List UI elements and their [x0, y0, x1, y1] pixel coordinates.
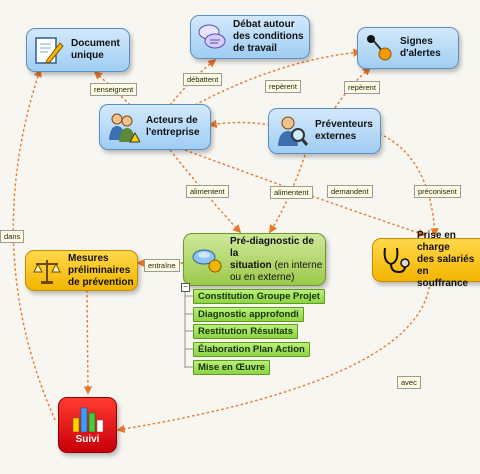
link-label-reperent: repèrent: [265, 80, 301, 93]
link-label-reperent: repèrent: [344, 81, 380, 94]
link-suivi-document: [12, 68, 56, 421]
link-label-dans: dans: [0, 230, 25, 243]
link-acteurs-signes: [194, 48, 362, 106]
node-document-unique-label: Document unique: [71, 38, 120, 61]
node-signes-label: Signes d'alertes: [400, 36, 441, 59]
node-suivi-label: Suivi: [75, 434, 100, 445]
speech-bubbles-icon: [198, 24, 226, 49]
task-item[interactable]: Élaboration Plan Action: [193, 342, 310, 357]
document-pencil-icon: [35, 37, 64, 64]
node-acteurs[interactable]: Acteurs de l'entreprise: [99, 104, 211, 150]
node-preventeurs[interactable]: Préventeurs externes: [268, 108, 381, 154]
pills-icon: [192, 249, 222, 272]
link-label-alimentent: alimentent: [270, 186, 313, 199]
link-mesures-suivi: [83, 289, 93, 395]
collapse-toggle[interactable]: −: [181, 283, 190, 292]
node-signes[interactable]: Signes d'alertes: [357, 27, 459, 69]
node-document-unique[interactable]: Document unique: [26, 28, 130, 72]
node-prediagnostic-label: Pré-diagnostic de la situation (en inter…: [230, 236, 325, 284]
node-prise-en-charge-label: Prise en charge des salariés en souffran…: [417, 230, 475, 289]
link-preventeurs-acteurs: [208, 119, 271, 129]
people-warning-icon: [109, 113, 140, 143]
person-magnifier-icon: [278, 116, 309, 146]
link-label-entraine: entraîne: [144, 259, 180, 272]
task-item[interactable]: Diagnostic approfondi: [193, 307, 304, 322]
bar-chart-icon: [72, 407, 104, 432]
link-label-avec: avec: [397, 376, 421, 389]
scales-icon: [33, 259, 61, 284]
link-label-renseignent: renseignent: [90, 83, 138, 96]
stethoscope-icon: [383, 247, 410, 274]
task-item[interactable]: Constitution Groupe Projet: [193, 289, 325, 304]
node-preventeurs-label: Préventeurs externes: [315, 119, 373, 142]
link-label-alimentent: alimentent: [186, 185, 229, 198]
link-label-preconisent: préconisent: [414, 185, 461, 198]
node-mesures[interactable]: Mesures préliminaires de prévention: [25, 250, 138, 291]
prediag-suffix: (en interne ou en externe): [230, 259, 323, 283]
node-prediagnostic[interactable]: Pré-diagnostic de la situation (en inter…: [183, 233, 326, 286]
node-debat-label: Débat autour des conditions de travail: [233, 19, 304, 54]
node-acteurs-label: Acteurs de l'entreprise: [146, 115, 200, 138]
link-prise-suivi: [116, 281, 431, 434]
link-label-debattent: débattent: [183, 73, 223, 86]
task-item[interactable]: Restitution Résultats: [193, 324, 299, 339]
node-suivi[interactable]: Suivi: [58, 397, 117, 453]
node-mesures-label: Mesures préliminaires de prévention: [68, 252, 134, 288]
node-debat[interactable]: Débat autour des conditions de travail: [190, 15, 310, 59]
node-prise-en-charge[interactable]: Prise en charge des salariés en souffran…: [372, 230, 480, 289]
link-preventeurs-prediag: [269, 154, 306, 234]
task-item[interactable]: Mise en Œuvre: [193, 360, 271, 375]
lever-alarm-icon: [367, 35, 392, 61]
link-label-demandent: demandent: [327, 185, 373, 198]
prediag-title: Pré-diagnostic de la situation: [230, 235, 314, 271]
